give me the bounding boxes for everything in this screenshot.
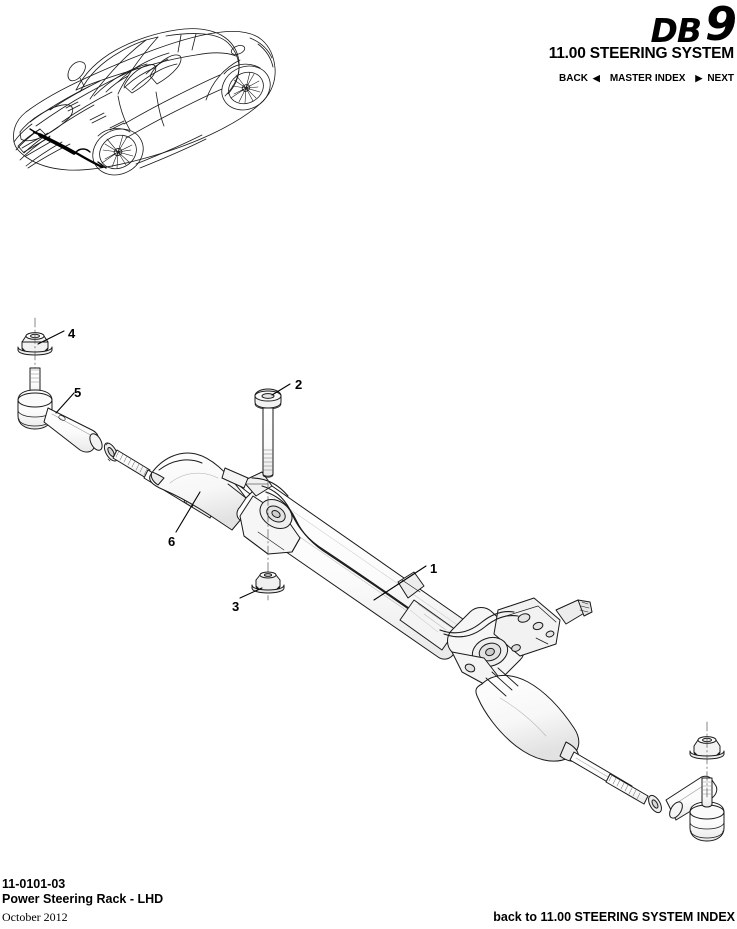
inner-tie-rod-right xyxy=(569,751,662,814)
back-link[interactable]: BACK xyxy=(559,73,588,84)
logo-number-text: 9 xyxy=(704,0,737,51)
part-title: Power Steering Rack - LHD xyxy=(2,892,164,907)
track-rod-end-right xyxy=(665,736,725,842)
footer-metadata: 11-0101-03 Power Steering Rack - LHD Oct… xyxy=(2,877,163,925)
callout-number-2: 2 xyxy=(295,377,303,392)
vehicle-thumbnail-icon xyxy=(13,28,276,176)
rack-cylinder-detail xyxy=(399,599,457,651)
next-link[interactable]: NEXT xyxy=(707,73,734,84)
logo-db-text: DB xyxy=(650,11,702,50)
callout-number-5: 5 xyxy=(74,385,82,400)
part-1-steering-rack xyxy=(221,467,474,660)
callout-number-4: 4 xyxy=(68,326,76,341)
rack-mounting-bracket xyxy=(239,495,301,555)
part-3-nut xyxy=(251,571,285,594)
back-arrow-icon[interactable]: ◀ xyxy=(592,73,600,83)
callout-leader-lines xyxy=(37,330,427,601)
next-arrow-icon[interactable]: ▶ xyxy=(695,73,703,83)
callout-number-6: 6 xyxy=(168,534,176,549)
callout-number-1: 1 xyxy=(430,561,438,576)
part-5-track-rod-end xyxy=(17,367,103,453)
part-2-bolt xyxy=(254,388,282,478)
master-index-link[interactable]: MASTER INDEX xyxy=(609,73,686,84)
db9-logo: DB9 xyxy=(475,0,737,47)
document-date: October 2012 xyxy=(2,910,68,924)
callout-number-3: 3 xyxy=(232,599,240,614)
page-header: DB9 11.00 STEERING SYSTEM BACK ◀ MASTER IN… xyxy=(475,0,737,84)
power-steering-rack-diagram xyxy=(17,317,725,842)
pinion-valve-housing xyxy=(439,597,593,685)
page-title: 11.00 STEERING SYSTEM xyxy=(548,45,735,62)
rack-seal-boot-mid xyxy=(397,571,425,599)
navigation-bar: BACK ◀ MASTER INDEX ▶ NEXT xyxy=(475,73,735,84)
back-to-index-link[interactable]: back to 11.00 STEERING SYSTEM INDEX xyxy=(493,910,735,924)
gaiter-right xyxy=(475,667,580,762)
part-number: 11-0101-03 xyxy=(2,876,66,891)
